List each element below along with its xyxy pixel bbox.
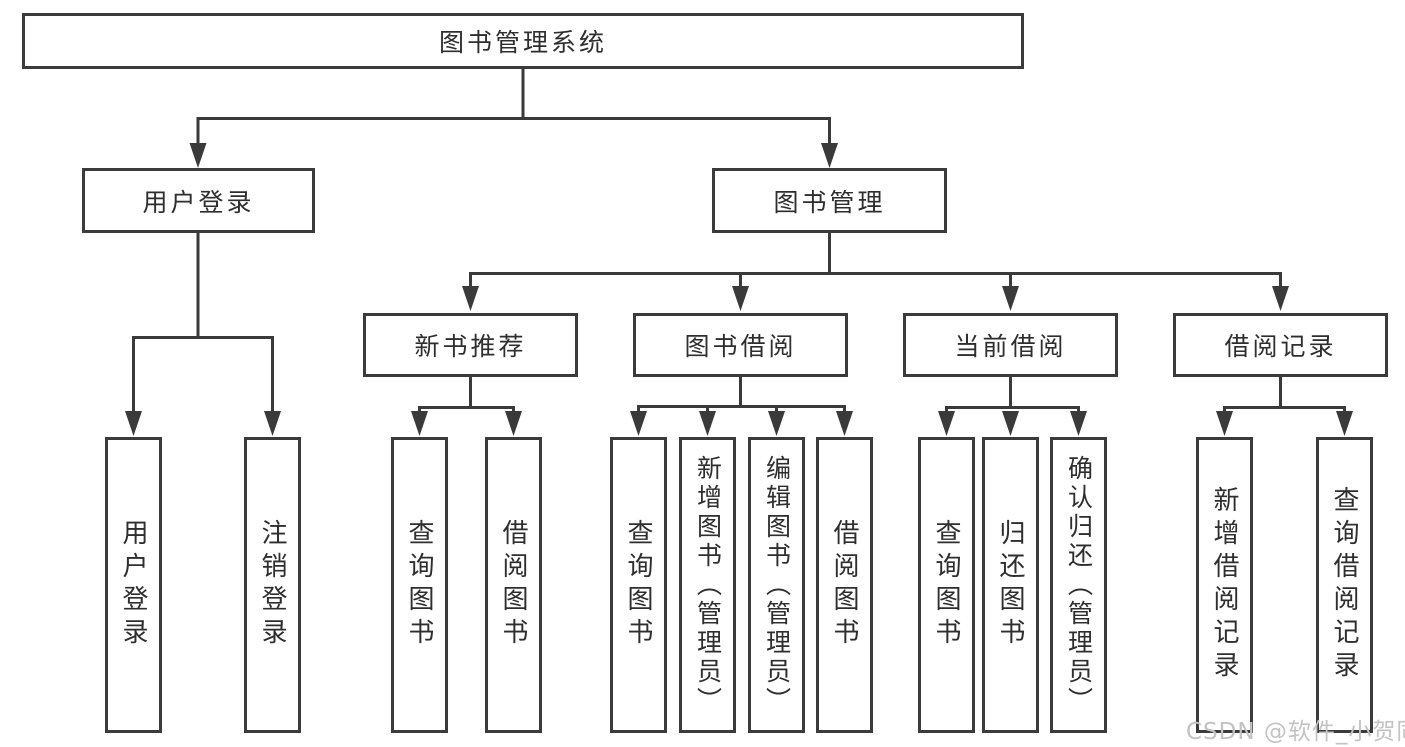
leaf-add-borrow-record-label: 新增借阅记录 <box>1209 486 1239 684</box>
node-borrow-records-label: 借阅记录 <box>1224 332 1337 361</box>
node-user-login: 用户登录 <box>82 168 315 233</box>
node-borrow-records: 借阅记录 <box>1173 313 1388 377</box>
leaf-query-borrow-record-label: 查询借阅记录 <box>1329 486 1359 684</box>
node-book-borrow-label: 图书借阅 <box>684 332 797 361</box>
leaf-add-books-admin-label: 新增图书（管理员） <box>693 454 723 716</box>
connector-root-to-level1 <box>189 69 838 168</box>
leaf-edit-books-admin-label: 编辑图书（管理员） <box>762 454 792 716</box>
leaf-logout: 注销登录 <box>244 437 301 733</box>
csdn-watermark: CSDN @软件_小贺同学 <box>1186 719 1405 745</box>
connector-book-borrow-children <box>630 375 853 436</box>
node-new-book-recommend-label: 新书推荐 <box>414 332 527 361</box>
leaf-user-login: 用户登录 <box>105 437 162 733</box>
leaf-recommend-query-books: 查询图书 <box>391 437 448 733</box>
leaf-current-query-books: 查询图书 <box>918 437 975 733</box>
connector-book-management-children <box>462 232 1289 311</box>
leaf-borrow-books-label: 借阅图书 <box>829 519 859 651</box>
leaf-recommend-borrow-books: 借阅图书 <box>485 437 542 733</box>
connector-new-book-recommend-children <box>411 375 522 436</box>
leaf-borrow-query-books-label: 查询图书 <box>623 519 653 651</box>
leaf-confirm-return-admin-label: 确认归还（管理员） <box>1064 454 1094 716</box>
leaf-recommend-query-books-label: 查询图书 <box>404 519 434 651</box>
leaf-add-books-admin: 新增图书（管理员） <box>679 437 736 733</box>
leaf-recommend-borrow-books-label: 借阅图书 <box>498 519 528 651</box>
leaf-query-borrow-record: 查询借阅记录 <box>1316 437 1373 733</box>
connector-current-borrow-children <box>938 375 1087 436</box>
connector-borrow-records-children <box>1216 375 1353 436</box>
node-root-library-management-system: 图书管理系统 <box>22 13 1024 69</box>
node-root-label: 图书管理系统 <box>438 28 607 57</box>
node-book-borrow: 图书借阅 <box>633 313 848 377</box>
leaf-borrow-books: 借阅图书 <box>816 437 873 733</box>
leaf-return-books: 归还图书 <box>982 437 1039 733</box>
node-user-login-label: 用户登录 <box>142 187 255 217</box>
leaf-logout-label: 注销登录 <box>257 519 287 651</box>
leaf-confirm-return-admin: 确认归还（管理员） <box>1050 437 1107 733</box>
node-current-borrow-label: 当前借阅 <box>954 332 1067 361</box>
leaf-edit-books-admin: 编辑图书（管理员） <box>748 437 805 733</box>
node-new-book-recommend: 新书推荐 <box>363 313 578 377</box>
leaf-add-borrow-record: 新增借阅记录 <box>1196 437 1253 733</box>
connector-user-login-children <box>125 232 281 436</box>
node-book-management: 图书管理 <box>712 168 947 233</box>
node-current-borrow: 当前借阅 <box>903 313 1118 377</box>
leaf-user-login-label: 用户登录 <box>118 519 148 651</box>
leaf-borrow-query-books: 查询图书 <box>610 437 667 733</box>
node-book-management-label: 图书管理 <box>773 187 886 217</box>
leaf-return-books-label: 归还图书 <box>995 519 1025 651</box>
leaf-current-query-books-label: 查询图书 <box>931 519 961 651</box>
